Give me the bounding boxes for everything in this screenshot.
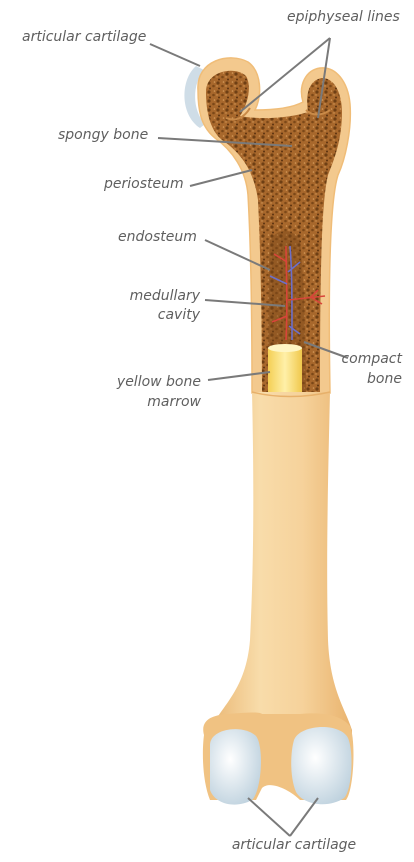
articular-cartilage-bottom-left	[210, 729, 261, 804]
label-bone: bone	[330, 370, 402, 388]
yellow-bone-marrow	[268, 348, 302, 392]
label-cavity: cavity	[110, 306, 200, 324]
label-periosteum: periosteum	[104, 175, 184, 193]
label-marrow: marrow	[100, 393, 201, 411]
label-medullary: medullary	[110, 287, 200, 305]
label-yellow-bone: yellow bone	[100, 373, 201, 391]
label-epiphyseal-lines: epiphyseal lines	[287, 8, 400, 26]
label-articular-cartilage-top: articular cartilage	[22, 28, 146, 46]
articular-cartilage-bottom-right	[291, 727, 351, 804]
label-endosteum: endosteum	[118, 228, 197, 246]
label-spongy-bone: spongy bone	[58, 126, 148, 144]
diaphysis-shaft	[210, 392, 352, 745]
label-articular-cartilage-bottom: articular cartilage	[219, 836, 369, 854]
label-compact: compact	[330, 350, 402, 368]
